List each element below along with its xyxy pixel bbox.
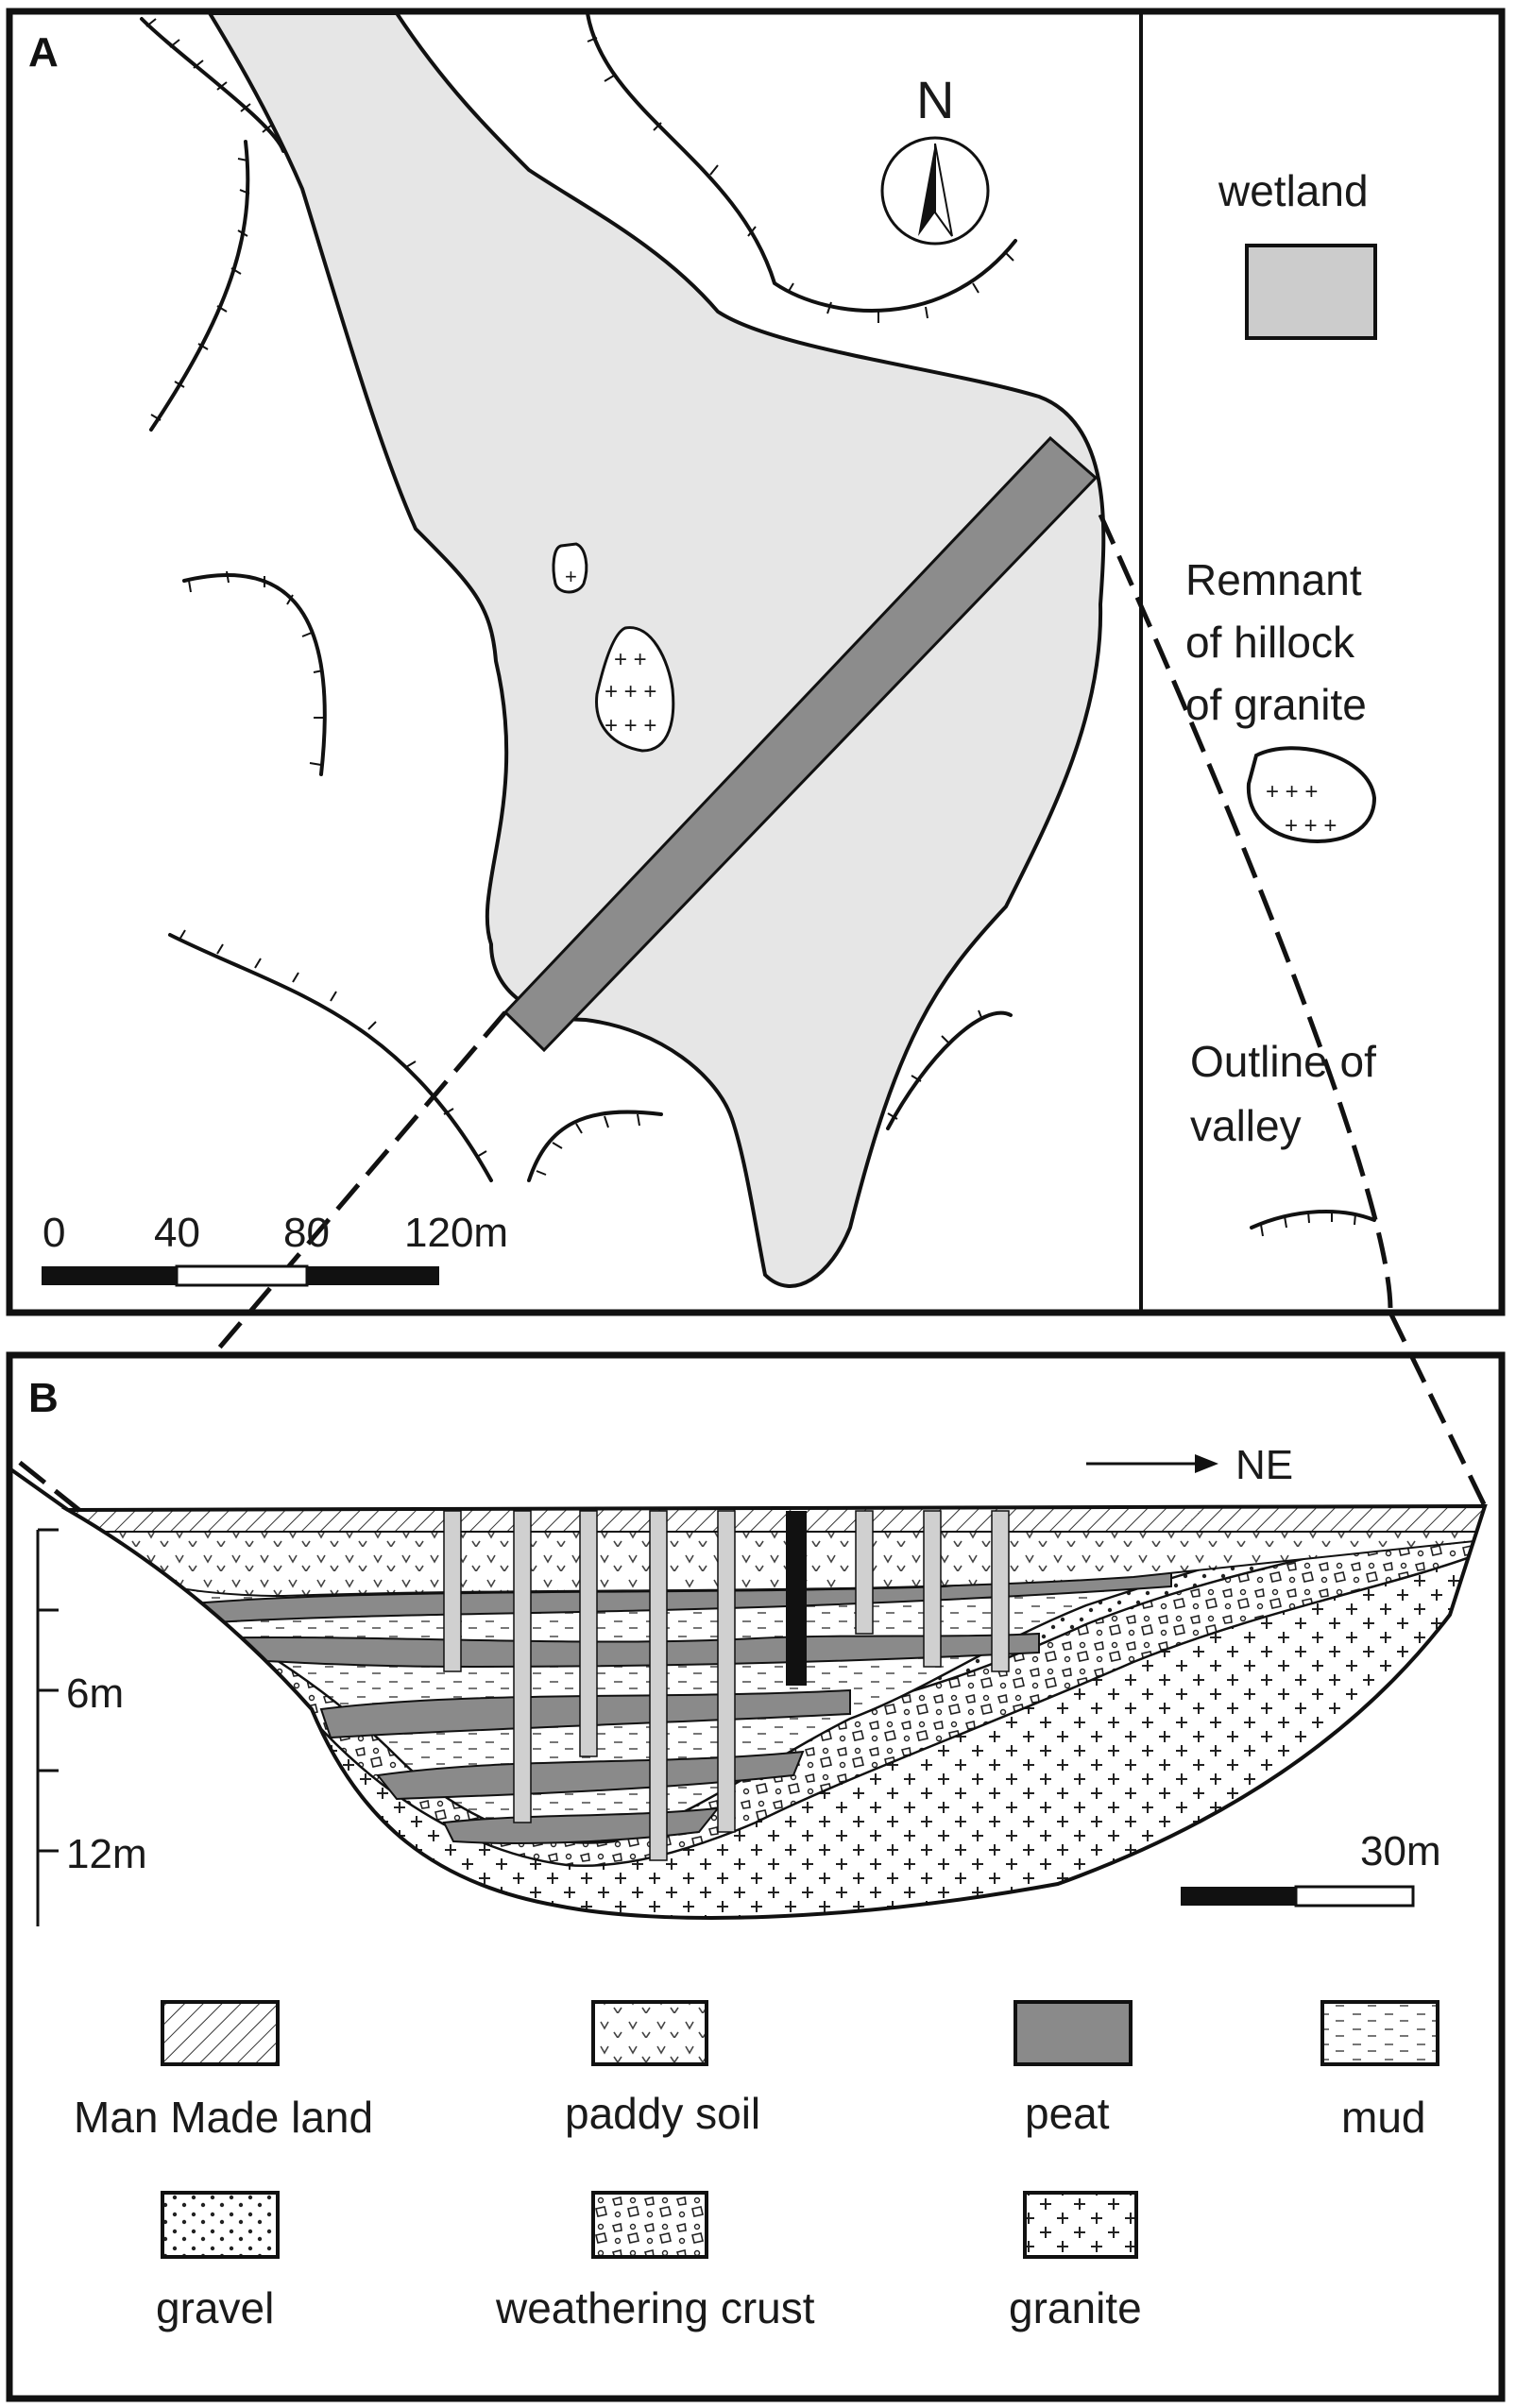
legend-label-gravel: gravel — [156, 2283, 274, 2332]
legend-swatch-gravel — [161, 2191, 280, 2259]
legend-hillock-swatch: + + + + + + — [1246, 746, 1377, 843]
north-label: N — [916, 70, 954, 129]
projection-line-left-b — [8, 1452, 82, 1513]
scale-label-40: 40 — [154, 1210, 200, 1256]
legend-swatch-crust — [591, 2191, 708, 2259]
valley-outlines — [140, 11, 1017, 1182]
core-9 — [991, 1510, 1010, 1672]
core-8 — [923, 1510, 942, 1668]
valley-profile — [60, 1503, 1488, 1920]
scale-label-30m: 30m — [1360, 1828, 1441, 1874]
panel-a-letter: A — [28, 29, 59, 76]
svg-text:+ +: + + — [614, 647, 647, 672]
surface-line — [8, 1467, 70, 1512]
svg-text:+ + +: + + + — [605, 713, 656, 738]
depth-label-6m: 6m — [66, 1670, 124, 1717]
core-6 — [786, 1511, 807, 1686]
legend-swatch-mud — [1320, 2000, 1439, 2066]
projection-line-right-b — [1388, 1311, 1488, 1508]
scale-label-120: 120m — [404, 1210, 508, 1256]
granite-hillock-small: + — [552, 542, 588, 594]
depth-label-12m: 12m — [66, 1831, 147, 1877]
scale-bar-b — [1181, 1885, 1415, 1908]
scale-label-0: 0 — [43, 1210, 65, 1256]
svg-text:+: + — [565, 565, 577, 588]
svg-text:+ + +: + + + — [1266, 779, 1318, 805]
depth-axis — [36, 1528, 59, 1926]
drill-cores — [443, 1510, 1010, 1861]
north-arrow-icon — [880, 136, 990, 246]
transect-bar — [502, 435, 1099, 1053]
direction-arrow-icon — [1086, 1454, 1218, 1473]
core-2 — [513, 1510, 532, 1823]
legend-wetland-label: wetland — [1218, 166, 1369, 215]
legend-label-crust: weathering crust — [495, 2283, 815, 2332]
legend-remnant-line1: Remnant — [1185, 555, 1362, 604]
core-1 — [443, 1510, 462, 1672]
panel-a: A + + + + + + + + + — [6, 8, 1506, 1513]
cross-section — [68, 1506, 1485, 1918]
legend-valley-swatch — [1250, 1209, 1376, 1237]
svg-text:+ + +: + + + — [605, 679, 656, 704]
scale-bar-a — [42, 1264, 439, 1287]
granite-hillock-large: + + + + + + + + — [595, 626, 675, 753]
legend-label-peat: peat — [1025, 2089, 1110, 2138]
legend-remnant-line2: of hillock — [1185, 618, 1355, 667]
legend-b: Man Made land paddy soil peat mud gravel… — [74, 2000, 1439, 2332]
core-4 — [649, 1510, 668, 1861]
legend-remnant-line3: of granite — [1185, 680, 1367, 729]
svg-text:+ + +: + + + — [1285, 813, 1337, 839]
legend-label-granite: granite — [1009, 2283, 1142, 2332]
direction-label: NE — [1235, 1442, 1293, 1488]
legend-label-mud: mud — [1341, 2093, 1425, 2142]
legend-wetland-swatch — [1245, 244, 1377, 340]
legend-valley-line1: Outline of — [1190, 1037, 1376, 1086]
core-5 — [717, 1510, 736, 1833]
scale-label-80: 80 — [283, 1210, 330, 1256]
legend-swatch-man-made — [161, 2000, 280, 2066]
legend-label-paddy: paddy soil — [565, 2089, 760, 2138]
panel-b-letter: B — [28, 1375, 59, 1421]
legend-swatch-paddy — [591, 2000, 708, 2066]
legend-label-man-made: Man Made land — [74, 2093, 373, 2142]
projection-line-right — [1098, 513, 1393, 1309]
layer-peat-1 — [168, 1566, 1172, 1626]
legend-swatch-granite — [1023, 2191, 1138, 2259]
core-3 — [579, 1510, 598, 1757]
legend-valley-line2: valley — [1190, 1101, 1302, 1150]
legend-swatch-peat — [1014, 2000, 1133, 2066]
panel-b: B NE 6m 12m — [6, 1311, 1506, 2402]
core-7 — [855, 1510, 874, 1635]
